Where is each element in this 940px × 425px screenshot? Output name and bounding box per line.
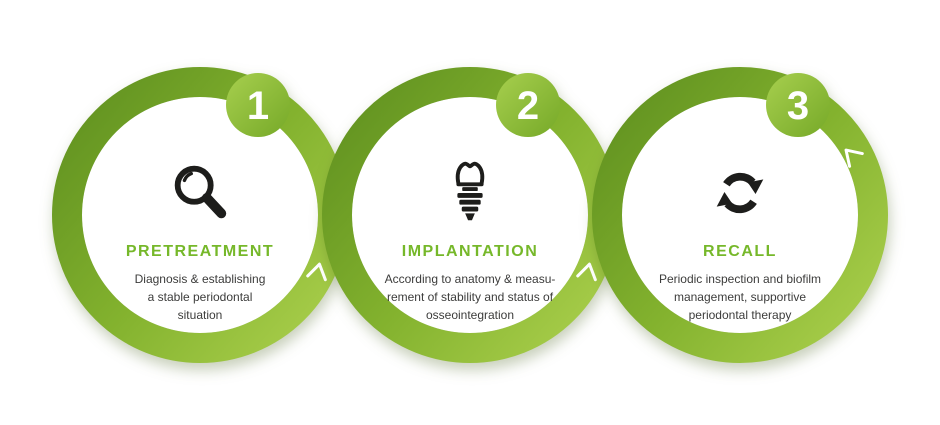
step-number-badge <box>226 73 290 137</box>
implant-icon <box>358 157 582 229</box>
step-description: Periodic inspection and biofilm manageme… <box>658 272 822 322</box>
magnifier-icon <box>88 157 312 229</box>
step-number-badge <box>766 73 830 137</box>
step-number-badge <box>496 73 560 137</box>
step-description: According to anatomy & measu- rement of … <box>384 272 556 322</box>
step-recall: 3 RECALL Periodic inspection and biofilm… <box>590 65 890 365</box>
ring-graphic-3: 3 <box>592 67 888 363</box>
recycle-icon <box>628 157 852 229</box>
step-pretreatment: 1 PRETREATMENT Diagnosis & establishing … <box>50 65 350 365</box>
step-title: RECALL <box>703 243 777 260</box>
step-number: 2 <box>517 84 539 128</box>
step-description: Diagnosis & establishing a stable period… <box>134 272 266 322</box>
flow-arrow-icon <box>576 262 597 282</box>
flow-arrow-icon <box>844 148 864 168</box>
step-number: 1 <box>247 84 269 128</box>
step-title: IMPLANTATION <box>401 243 539 260</box>
step-number: 3 <box>787 84 809 128</box>
flow-arrow-icon <box>306 262 327 282</box>
step-title: PRETREATMENT <box>125 243 275 260</box>
step-implantation: 2 IMPLANTATION According to anatomy & me… <box>320 65 620 365</box>
